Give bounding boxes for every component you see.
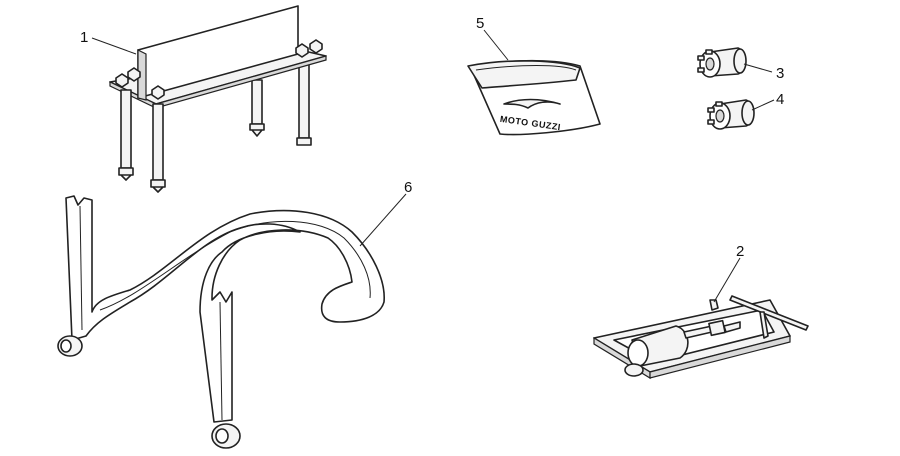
leader-4: [751, 99, 775, 111]
bench-foot-back-right: [296, 137, 312, 146]
part-2-tool-frame: [593, 295, 809, 380]
bench-foot-front-right: [150, 179, 166, 193]
bench-nut: [295, 43, 309, 58]
bench-foot-front-left: [118, 167, 134, 181]
stand-tube-line: [79, 205, 83, 331]
pouch-stitch: [475, 65, 577, 71]
socket-3-bore: [705, 57, 715, 71]
callout-2: 2: [736, 243, 744, 260]
stand-tube-frame: [65, 195, 385, 423]
leader-1: [91, 37, 137, 55]
leader-5: [483, 29, 509, 61]
part-4-socket-wrench: [707, 99, 755, 130]
frame-cylinder-face: [627, 339, 649, 367]
part-3-socket-wrench: [697, 47, 747, 78]
callout-5: 5: [476, 15, 484, 32]
socket-4-teeth: [707, 101, 723, 125]
stand-wheel-right-hub: [215, 428, 229, 444]
frame-screw-head: [708, 319, 726, 337]
frame-edge-front: [649, 335, 791, 379]
socket-3-teeth: [697, 49, 713, 73]
bench-fin-edge: [137, 49, 147, 101]
callout-6: 6: [404, 179, 412, 196]
bench-foot-back-left: [249, 123, 265, 137]
bench-leg-back-left: [251, 79, 263, 125]
frame-t-handle-stem: [759, 311, 769, 339]
frame-screw-tip: [723, 321, 741, 333]
moto-guzzi-eagle-icon: [503, 98, 561, 109]
leader-2: [713, 257, 741, 303]
bench-nut: [309, 39, 323, 54]
frame-cylinder-base: [624, 363, 644, 377]
stand-wheel-left-hub: [60, 339, 72, 353]
frame-t-handle-bar: [729, 295, 809, 331]
socket-3-back: [733, 48, 747, 74]
leader-3: [743, 63, 773, 73]
frame-post: [709, 299, 719, 311]
callout-3: 3: [776, 65, 784, 82]
stand-tube-line: [99, 220, 371, 311]
bench-leg-front-left: [120, 89, 132, 169]
bench-leg-back-right: [298, 59, 310, 139]
bench-leg-front-right: [152, 103, 164, 181]
part-1-support-bench: [109, 5, 327, 193]
bench-nut: [115, 73, 129, 88]
leader-6: [359, 193, 407, 247]
bench-nut: [127, 67, 141, 82]
stand-tube-line: [219, 301, 223, 421]
bench-nut: [151, 85, 165, 100]
socket-4-bore: [715, 109, 725, 123]
socket-4-back: [741, 100, 755, 126]
part-6-paddock-stand: [57, 195, 385, 449]
callout-1: 1: [80, 29, 88, 46]
callout-4: 4: [776, 91, 784, 108]
part-5-tool-pouch: MOTO GUZZI: [467, 59, 601, 136]
